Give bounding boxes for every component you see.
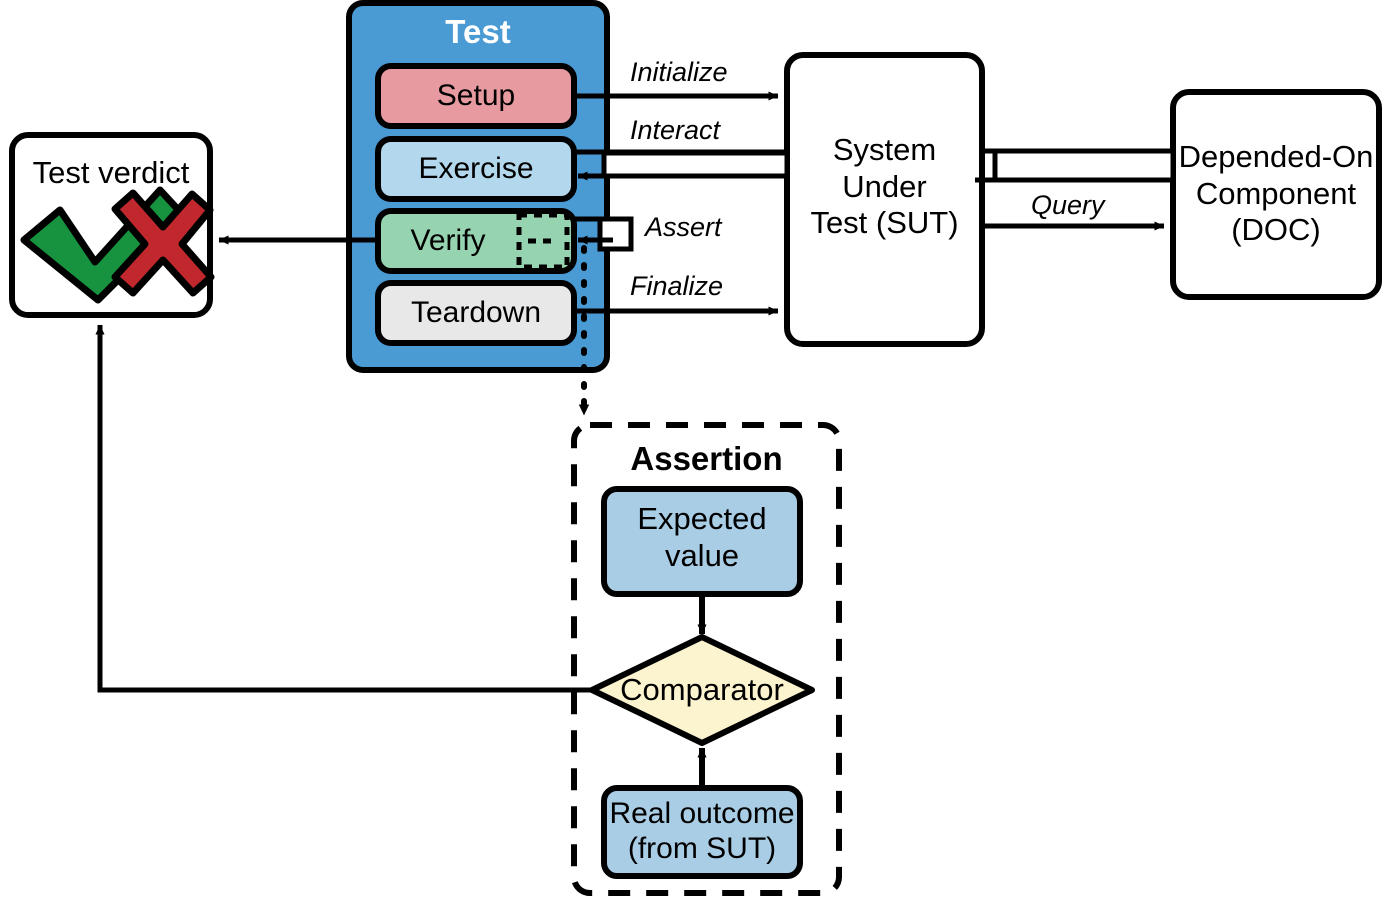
doc-label: Depended-On Component (DOC) <box>1166 139 1386 249</box>
doc-label-line2: Component <box>1195 175 1357 211</box>
edge-assert <box>577 216 634 252</box>
cross-mark-icon <box>111 189 215 297</box>
sut-label-line2: Under <box>842 168 927 204</box>
edge-comparator-to-verdict <box>95 324 592 693</box>
edge-label-assert: Assert <box>645 212 722 242</box>
comparator-diamond[interactable] <box>589 634 815 746</box>
edge-label-interact: Interact <box>630 115 721 145</box>
real-outcome-box[interactable] <box>601 785 803 879</box>
sut-box[interactable] <box>784 52 985 347</box>
real-outcome-line2: (from SUT) <box>627 832 777 866</box>
doc-box[interactable] <box>1170 89 1382 300</box>
sut-label: System Under Test (SUT) <box>787 132 982 242</box>
assertion-container[interactable] <box>571 422 842 896</box>
edge-interact-return <box>577 150 790 181</box>
expected-value-line1: Expected <box>637 501 767 536</box>
edge-label-finalize: Finalize <box>630 271 724 301</box>
edge-label-query: Query <box>1031 190 1105 220</box>
sut-label-line3: Test (SUT) <box>810 205 959 241</box>
doc-label-line3: (DOC) <box>1231 212 1321 248</box>
phase-exercise-box[interactable] <box>375 136 577 202</box>
expected-value-label: Expected value <box>604 501 800 574</box>
phase-setup-box[interactable] <box>375 63 577 129</box>
doc-label-line1: Depended-On <box>1178 139 1374 174</box>
expected-value-line2: value <box>664 537 740 573</box>
dashed-placeholder-icon <box>516 212 570 270</box>
sut-label-line1: System <box>832 132 937 167</box>
real-outcome-label: Real outcome (from SUT) <box>598 796 806 867</box>
phase-teardown-box[interactable] <box>375 280 577 346</box>
edge-doc-to-sut <box>974 148 1176 185</box>
real-outcome-line1: Real outcome <box>609 797 795 830</box>
edge-label-initialize: Initialize <box>630 57 728 87</box>
